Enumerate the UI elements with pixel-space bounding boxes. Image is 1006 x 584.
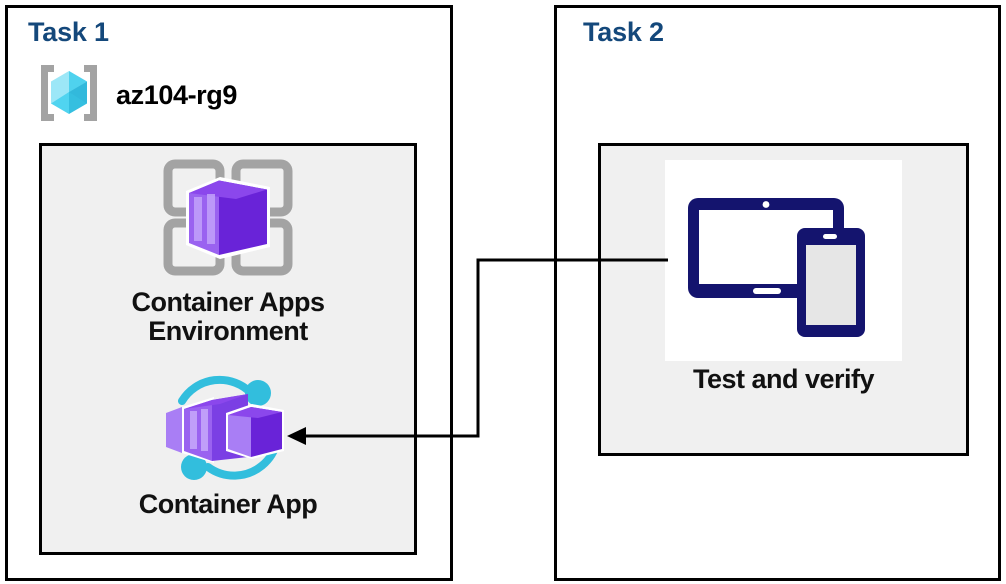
task-2-title: Task 2	[583, 17, 664, 47]
label-line-1: Container Apps	[131, 287, 325, 317]
resource-group-name: az104-rg9	[116, 80, 237, 110]
container-app-resource: Container App	[39, 375, 417, 519]
label-line-2: Environment	[148, 316, 308, 347]
container-apps-environment-label: Container Apps Environment	[131, 287, 325, 347]
container-app-label: Container App	[138, 489, 318, 519]
resource-group-icon	[36, 62, 102, 129]
devices-tablet-phone-icon	[665, 160, 902, 361]
test-and-verify-resource: Test and verify	[598, 160, 969, 394]
test-and-verify-label: Test and verify	[692, 364, 875, 394]
container-apps-environment-icon	[148, 155, 308, 284]
task-1-title: Task 1	[28, 17, 109, 47]
resource-group-header: az104-rg9	[36, 62, 237, 129]
container-apps-environment-resource: Container Apps Environment	[39, 155, 417, 346]
container-app-icon	[148, 375, 308, 486]
